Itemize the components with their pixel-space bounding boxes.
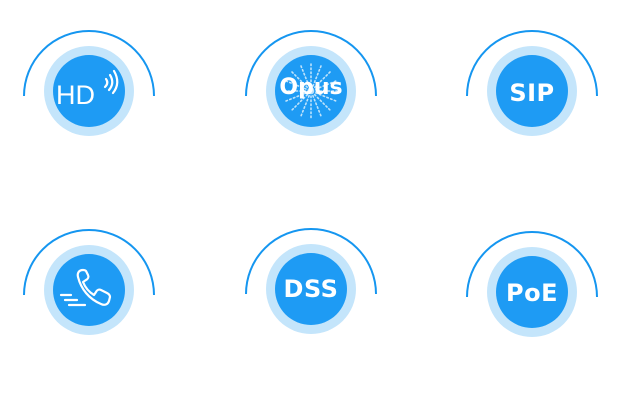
hd-label: HD [56, 80, 95, 110]
hd-badge-graphic [23, 30, 155, 136]
sip-label: SIP [509, 79, 555, 107]
poe-badge: PoE [462, 227, 602, 347]
opus-badge-graphic [245, 30, 377, 136]
opus-sparkle-icon [283, 63, 339, 119]
phone-badge-graphic [23, 229, 155, 335]
dss-label: DSS [283, 275, 339, 303]
dss-badge-graphic [245, 228, 377, 334]
phone-badge [19, 225, 159, 345]
opus-label: Opus [279, 75, 343, 100]
opus-badge: Opus [241, 26, 381, 146]
sip-badge: SIP [462, 26, 602, 146]
dss-badge: DSS [241, 224, 381, 344]
sip-badge-graphic [466, 30, 598, 136]
poe-label: PoE [506, 279, 558, 307]
phone-call-icon [59, 268, 112, 307]
hd-wifi-icon [103, 69, 119, 95]
poe-badge-graphic [466, 231, 598, 337]
hd-badge: HD [19, 26, 159, 146]
